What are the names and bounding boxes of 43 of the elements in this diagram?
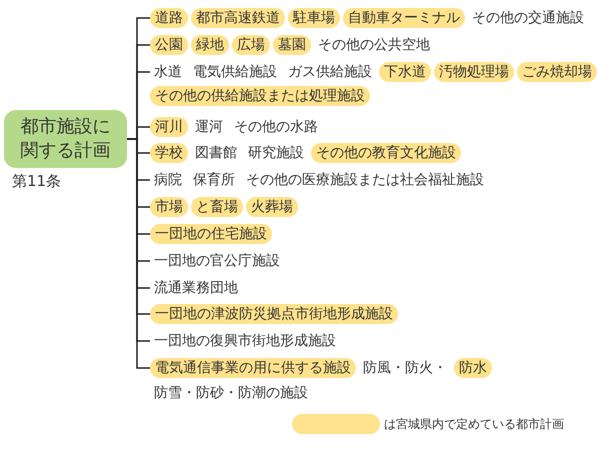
highlighted-facility: 一団地の住宅施設	[150, 224, 272, 244]
highlighted-facility: 広場	[232, 35, 270, 55]
facility-text: 防雪・防砂・防潮の施設	[153, 384, 309, 402]
highlighted-facility: 河川	[150, 117, 188, 137]
facility-text: 流通業務団地	[150, 279, 242, 297]
facility-text: 一団地の復興市街地形成施設	[150, 332, 340, 350]
facility-text: 研究施設	[247, 144, 305, 162]
topic-box	[4, 110, 127, 168]
facility-text: 運河	[194, 118, 224, 136]
highlighted-facility: 火葬場	[246, 197, 298, 217]
facility-text: 図書館	[194, 144, 238, 162]
facility-text: 水道	[150, 63, 186, 81]
highlighted-facility: 汚物処理場	[434, 62, 514, 82]
facility-text: 病院	[150, 171, 186, 189]
highlighted-facility: 緑地	[191, 35, 229, 55]
highlighted-facility: 都市高速鉄道	[191, 8, 285, 28]
legend-text: は宮城県内で定めている都市計画	[384, 416, 564, 433]
facility-text: 電気供給施設	[192, 63, 278, 81]
highlighted-facility: 市場	[150, 197, 188, 217]
facility-text: その他の水路	[233, 118, 319, 136]
highlighted-facility: 学校	[150, 143, 188, 163]
facility-text: その他の医療施設または社会福祉施設	[245, 171, 485, 189]
highlighted-facility: 公園	[150, 35, 188, 55]
facility-text: その他の交通施設	[471, 9, 585, 27]
highlighted-facility: その他の教育文化施設	[311, 143, 461, 163]
highlighted-facility: 道路	[150, 8, 188, 28]
facility-text: その他の公共空地	[317, 36, 431, 54]
highlighted-facility: 下水道	[379, 62, 431, 82]
highlighted-facility: その他の供給施設または処理施設	[150, 86, 370, 106]
facility-text: 一団地の官公庁施設	[150, 252, 284, 270]
facility-text: 保育所	[192, 171, 236, 189]
topic-title: 都市施設に関する計画	[20, 115, 110, 163]
highlighted-facility: 電気通信事業の用に供する施設	[150, 358, 356, 378]
highlighted-facility: 一団地の津波防災拠点市街地形成施設	[150, 304, 398, 324]
facility-text: 防風・防火・	[362, 359, 448, 377]
article-number: 第11条	[12, 172, 62, 191]
highlighted-facility: 防水	[454, 358, 492, 378]
facility-text: ガス供給施設	[287, 63, 373, 81]
highlighted-facility: ごみ焼却場	[517, 62, 597, 82]
highlighted-facility: 自動車ターミナル	[343, 8, 465, 28]
highlighted-facility: 駐車場	[288, 8, 340, 28]
highlighted-facility: と畜場	[191, 197, 243, 217]
highlighted-facility: 墓園	[273, 35, 311, 55]
